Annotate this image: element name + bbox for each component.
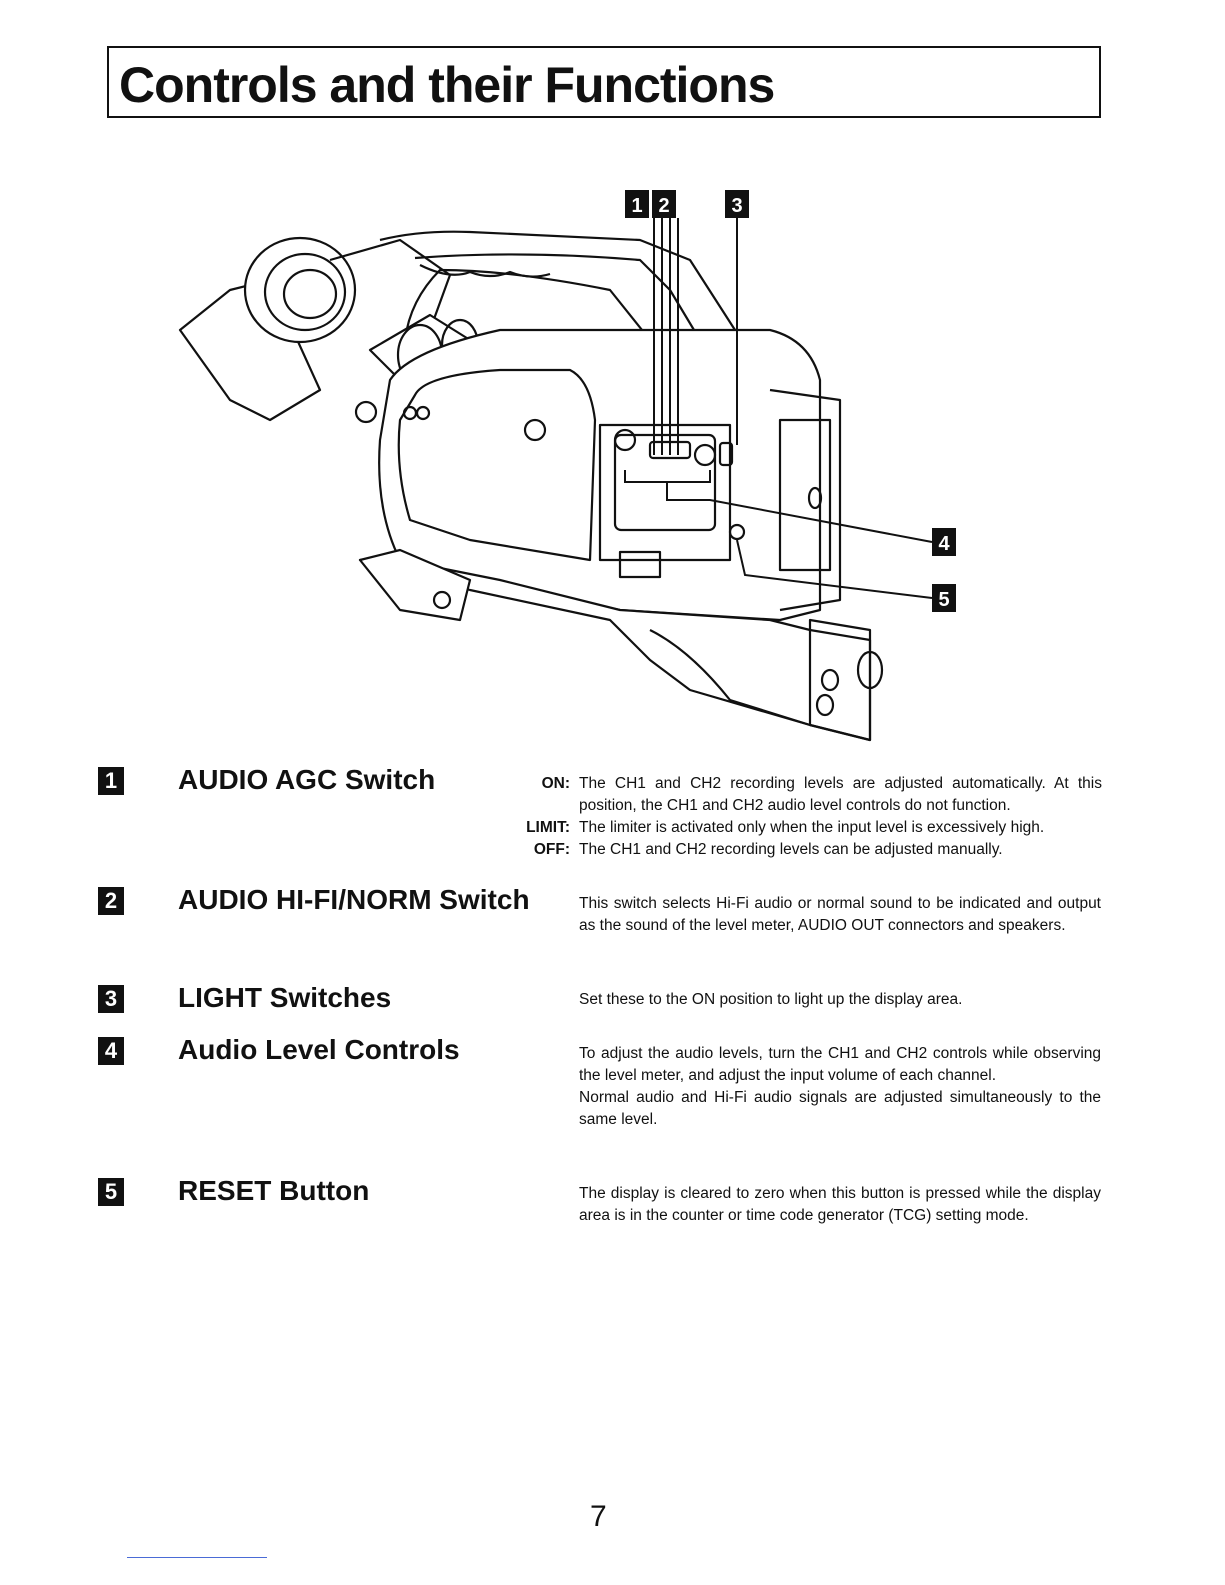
item-description-3: Set these to the ON position to light up… [579, 989, 1101, 1011]
option-text: The limiter is activated only when the i… [579, 819, 1045, 836]
description-paragraph: Set these to the ON position to light up… [579, 991, 963, 1008]
item-number-5: 5 [98, 1178, 124, 1206]
svg-text:4: 4 [938, 533, 950, 555]
item-number-3: 3 [98, 985, 124, 1013]
svg-text:3: 3 [731, 195, 742, 217]
item-number-4: 4 [98, 1037, 124, 1065]
description-paragraph: Normal audio and Hi-Fi audio signals are… [579, 1089, 1101, 1128]
page-number: 7 [590, 1500, 607, 1533]
svg-text:2: 2 [658, 195, 669, 217]
option-text: The CH1 and CH2 recording levels are adj… [579, 775, 1102, 814]
item-label-reset-button: RESET Button [178, 1175, 370, 1206]
option-key: ON: [541, 775, 570, 792]
item-label-audio-agc-switch: AUDIO AGC Switch [178, 764, 436, 795]
option-key: OFF: [533, 841, 570, 858]
item-label-light-switches: LIGHT Switches [178, 982, 392, 1013]
page-title-box: Controls and their Functions [107, 46, 1101, 118]
description-paragraph: The display is cleared to zero when this… [579, 1185, 1101, 1224]
svg-text:1: 1 [631, 195, 642, 217]
option-text: The CH1 and CH2 recording levels can be … [579, 841, 1003, 858]
callout-markers: 1 2 3 4 5 [625, 190, 956, 612]
option-key: LIMIT: [526, 819, 570, 836]
footer-divider [127, 1557, 267, 1558]
svg-text:5: 5 [938, 589, 949, 611]
item-number-1: 1 [98, 767, 124, 795]
item-number-2: 2 [98, 887, 124, 915]
description-paragraph: This switch selects Hi-Fi audio or norma… [579, 895, 1101, 934]
item-description-4: To adjust the audio levels, turn the CH1… [579, 1043, 1101, 1131]
item-label-audio-level-controls: Audio Level Controls [178, 1034, 460, 1065]
page-title: Controls and their Functions [119, 57, 775, 113]
item-description-5: The display is cleared to zero when this… [579, 1183, 1101, 1227]
item-label-audio-hifi-norm-switch: AUDIO HI-FI/NORM Switch [178, 884, 530, 915]
camcorder-illustration: 1 2 3 4 5 [178, 190, 956, 742]
item-description-2: This switch selects Hi-Fi audio or norma… [579, 893, 1101, 937]
description-paragraph: To adjust the audio levels, turn the CH1… [579, 1045, 1101, 1084]
